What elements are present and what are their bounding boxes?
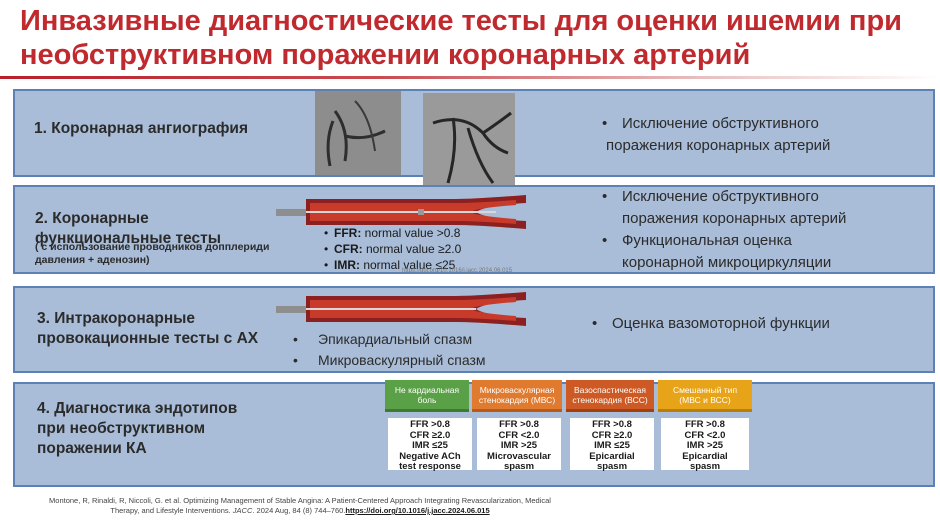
panel-2-bullets: Исключение обструктивного поражения коро… xyxy=(598,186,846,274)
endotype-values-microvascular: FFR >0.8 CFR <2.0 IMR >25 Microvascular … xyxy=(477,418,561,472)
image-caption: https://doi.org/10.1016/j.jacc.2024.06.0… xyxy=(402,268,513,274)
endotype-header-vasospastic: Вазоспастическая стенокардия (ВСС) xyxy=(566,380,654,412)
endotype-header-microvascular: Микроваскулярная стенокардия (МВС) xyxy=(472,380,562,412)
bullet-continuation: поражения коронарных артерий xyxy=(622,210,847,227)
citation-line-2: Therapy, and Lifestyle Interventions. JA… xyxy=(110,506,490,515)
bullet-continuation: поражения коронарных артерий xyxy=(606,137,831,154)
panel-3-title-line-1: 3. Интракоронарные xyxy=(37,310,196,327)
panel-2-title: 2. Коронарные функциональные тесты xyxy=(35,209,221,249)
measurement-imr: IMR: normal value ≤25 xyxy=(324,257,461,273)
endotype-header-noncardiac: Не кардиальная боль xyxy=(385,380,469,412)
vessel-catheter-illustration xyxy=(276,292,526,326)
endotype-header-mixed: Смешанный тип (МВС и ВСС) xyxy=(658,380,752,412)
panel-4-title-line-1: 4. Диагностика эндотипов xyxy=(37,400,238,417)
panel-3-title: 3. Интракоронарные провокационные тесты … xyxy=(37,309,258,349)
panel-2-subtitle-line-2: давления + аденозин) xyxy=(35,254,150,266)
endotype-values-noncardiac: FFR >0.8 CFR ≥2.0 IMR ≤25 Negative ACh t… xyxy=(388,418,472,472)
citation: Montone, R, Rinaldi, R, Niccoli, G. et a… xyxy=(40,496,560,516)
panel-4-title-line-3: поражении КА xyxy=(37,440,147,457)
panel-1-bullets: Исключение обструктивного поражения коро… xyxy=(598,113,830,157)
measurement-cfr: CFR: normal value ≥2.0 xyxy=(324,241,461,257)
spasm-list: Эпикардиальный спазм Микроваскулярный сп… xyxy=(291,329,486,371)
panel-3-title-line-2: провокационные тесты с АХ xyxy=(37,330,259,347)
spasm-item: Эпикардиальный спазм xyxy=(291,329,486,350)
title-line-2: необструктивном поражении коронарных арт… xyxy=(20,39,751,71)
angiogram-image-2 xyxy=(423,93,515,190)
panel-2-title-line-2: функциональные тесты xyxy=(35,230,221,247)
bullet-item: Оценка вазомоторной функции xyxy=(588,313,830,335)
measurement-ffr: FFR: normal value >0.8 xyxy=(324,225,461,241)
vessel-catheter-illustration xyxy=(276,195,526,229)
bullet-item: Функциональная оценка xyxy=(598,230,846,252)
doi-link[interactable]: https://doi.org/10.1016/j.jacc.2024.06.0… xyxy=(345,506,490,515)
title-divider xyxy=(0,76,940,79)
bullet-item: Исключение обструктивного xyxy=(598,113,830,135)
panel-2-title-line-1: 2. Коронарные xyxy=(35,210,149,227)
title-line-1: Инвазивные диагностические тесты для оце… xyxy=(20,5,902,37)
endotype-values-vasospastic: FFR >0.8 CFR ≥2.0 IMR ≤25 Epicardial spa… xyxy=(570,418,654,472)
panel-3-bullets: Оценка вазомоторной функции xyxy=(588,313,830,335)
spasm-item: Микроваскулярный спазм xyxy=(291,350,486,371)
measurement-list: FFR: normal value >0.8 CFR: normal value… xyxy=(324,225,461,273)
angiogram-image-1 xyxy=(315,91,401,175)
panel-4-title-line-2: при необструктивном xyxy=(37,420,206,437)
panel-2-subtitle-line-1: ( с использование проводников допплериди xyxy=(35,241,270,253)
panel-2-subtitle: ( с использование проводников допплериди… xyxy=(35,241,269,267)
slide-title: Инвазивные диагностические тесты для оце… xyxy=(20,4,930,72)
bullet-continuation: коронарной микроциркуляции xyxy=(622,254,832,271)
bullet-item: Исключение обструктивного xyxy=(598,186,846,208)
endotype-values-mixed: FFR >0.8 CFR <2.0 IMR >25 Epicardial spa… xyxy=(661,418,749,472)
citation-line-1: Montone, R, Rinaldi, R, Niccoli, G. et a… xyxy=(49,496,551,505)
panel-1-title: 1. Коронарная ангиография xyxy=(34,120,248,137)
panel-4-title: 4. Диагностика эндотипов при необструкти… xyxy=(37,399,237,459)
